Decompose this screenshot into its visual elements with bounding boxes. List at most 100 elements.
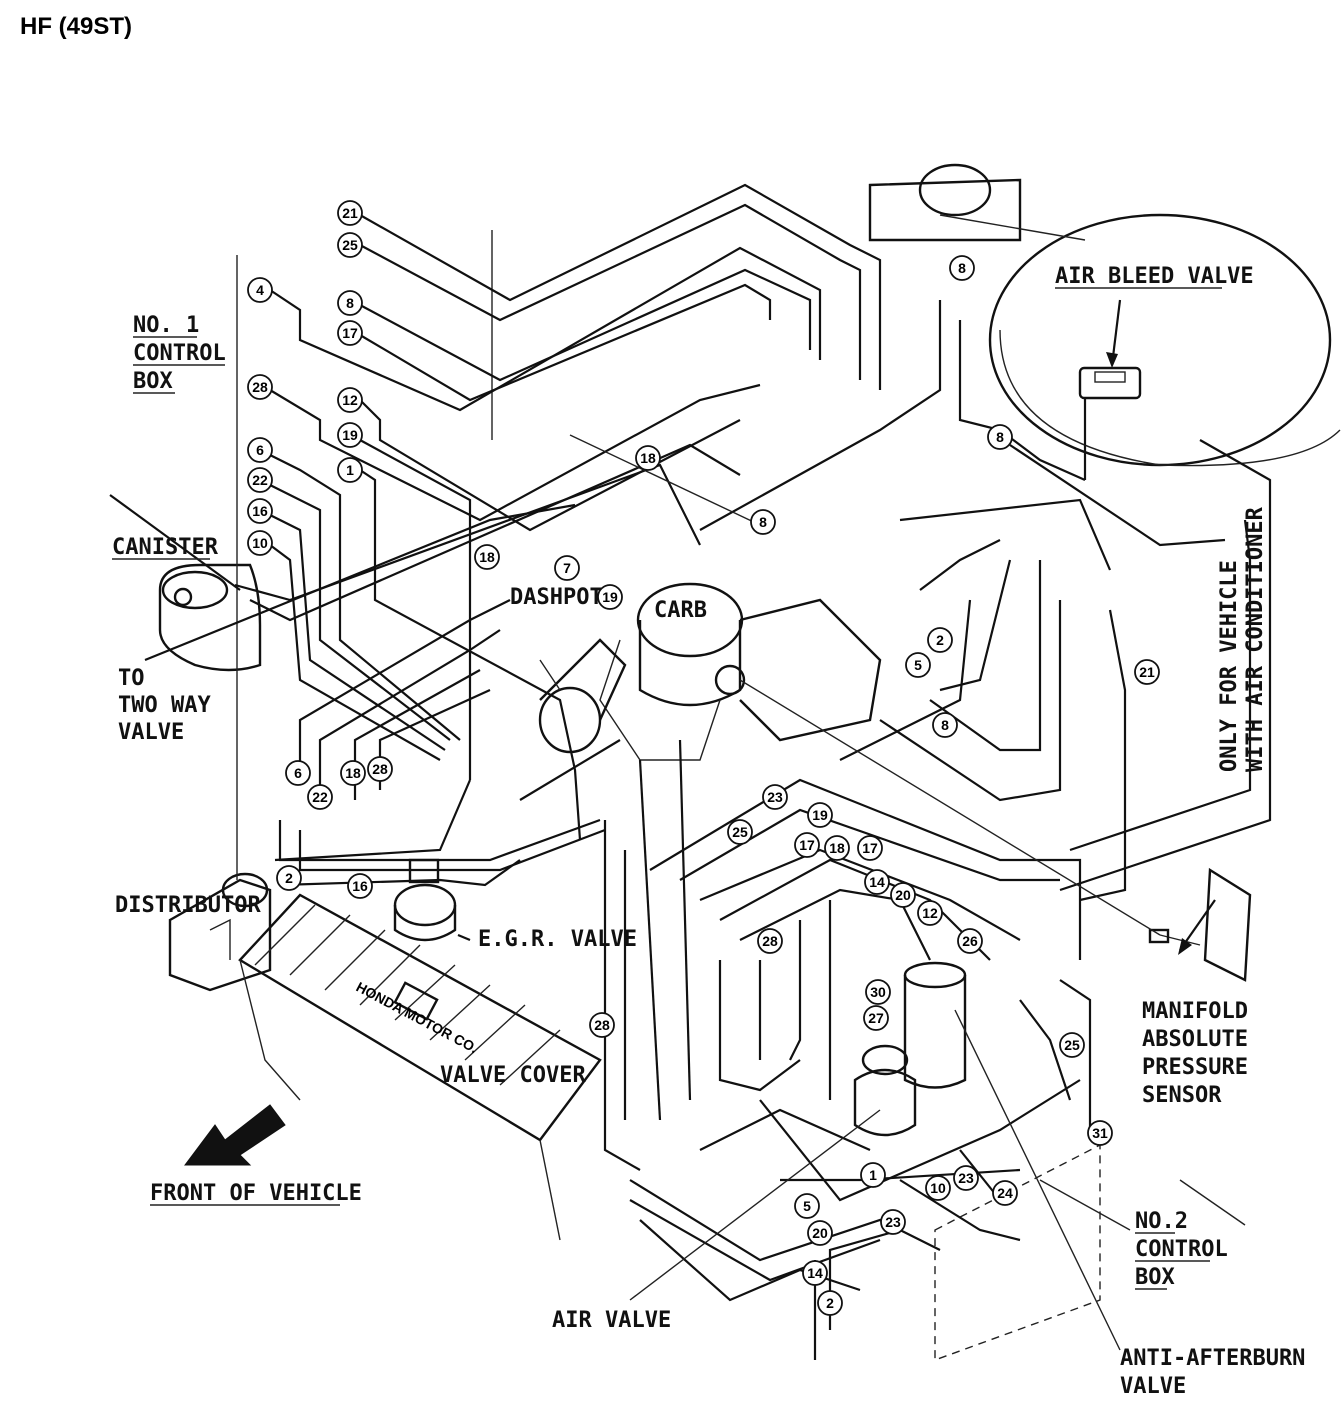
svg-text:VALVE: VALVE [1120, 1374, 1186, 1399]
svg-text:18: 18 [479, 549, 495, 565]
svg-text:ABSOLUTE: ABSOLUTE [1142, 1027, 1248, 1052]
svg-text:SENSOR: SENSOR [1142, 1083, 1222, 1108]
callout-c25c: 25 [1059, 1032, 1085, 1058]
svg-text:28: 28 [762, 933, 778, 949]
diagram-title: HF (49ST) [20, 13, 132, 40]
svg-text:19: 19 [812, 807, 828, 823]
callout-c31: 31 [1087, 1120, 1113, 1146]
svg-text:20: 20 [812, 1225, 828, 1241]
callout-c1a: 1 [337, 457, 363, 483]
svg-text:12: 12 [342, 392, 358, 408]
svg-text:8: 8 [996, 429, 1004, 445]
svg-text:NO. 1: NO. 1 [133, 313, 199, 338]
svg-text:2: 2 [285, 870, 293, 886]
svg-text:2: 2 [826, 1295, 834, 1311]
callout-c10b: 10 [925, 1175, 951, 1201]
callout-c17b: 17 [794, 832, 820, 858]
callout-c17c: 17 [857, 835, 883, 861]
svg-text:6: 6 [294, 765, 302, 781]
air-valve-label: AIR VALVE [552, 1308, 671, 1333]
callout-c26: 26 [957, 928, 983, 954]
map-arrowhead [1178, 938, 1192, 955]
air-bleed-valve-label: AIR BLEED VALVE [1055, 264, 1254, 289]
carburetor [599, 582, 882, 761]
callout-c28d: 28 [589, 1012, 615, 1038]
callout-c8e: 8 [932, 712, 958, 738]
svg-text:20: 20 [895, 887, 911, 903]
anti-afterburn-label: ANTI-AFTERBURN VALVE [1120, 1346, 1305, 1399]
callout-c21b: 21 [1134, 659, 1160, 685]
svg-text:8: 8 [346, 295, 354, 311]
manifold-absolute-pressure-sensor [1148, 867, 1252, 982]
callout-c23a: 23 [762, 784, 788, 810]
svg-text:2: 2 [936, 632, 944, 648]
svg-text:5: 5 [803, 1198, 811, 1214]
no1-control-box-label: NO. 1 CONTROL BOX [133, 313, 226, 394]
svg-text:22: 22 [252, 472, 268, 488]
dashpot-label: DASHPOT [510, 585, 603, 610]
svg-text:18: 18 [640, 450, 656, 466]
callout-c1b: 1 [860, 1162, 886, 1188]
svg-text:25: 25 [732, 824, 748, 840]
callout-c28c: 28 [757, 928, 783, 954]
svg-text:18: 18 [345, 765, 361, 781]
svg-text:CONTROL: CONTROL [1135, 1237, 1228, 1262]
svg-text:27: 27 [868, 1010, 884, 1026]
callout-c28b: 28 [367, 756, 393, 782]
dashpot [538, 638, 627, 754]
air-valve [853, 1044, 917, 1137]
callout-c25a: 25 [337, 232, 363, 258]
svg-text:24: 24 [997, 1185, 1013, 1201]
callout-c18a: 18 [635, 445, 661, 471]
callout-c18d: 18 [824, 835, 850, 861]
svg-text:31: 31 [1092, 1125, 1108, 1141]
egr-arrow [457, 933, 471, 942]
egr-valve [393, 858, 457, 942]
callout-c22b: 22 [307, 784, 333, 810]
svg-text:30: 30 [870, 984, 886, 1000]
svg-text:BOX: BOX [133, 369, 173, 394]
svg-text:7: 7 [563, 560, 571, 576]
egr-valve-label: E.G.R. VALVE [478, 927, 637, 952]
svg-text:14: 14 [807, 1265, 823, 1281]
svg-text:1: 1 [869, 1167, 877, 1183]
svg-text:NO.2: NO.2 [1135, 1209, 1188, 1234]
callout-c17a: 17 [337, 320, 363, 346]
callout-c16a: 16 [247, 498, 273, 524]
svg-text:6: 6 [256, 442, 264, 458]
callout-c16b: 16 [347, 873, 373, 899]
svg-text:8: 8 [958, 260, 966, 276]
no2-control-box-label: NO.2 CONTROL BOX [1135, 1209, 1228, 1290]
svg-text:18: 18 [829, 840, 845, 856]
canister [158, 563, 262, 672]
svg-text:26: 26 [962, 933, 978, 949]
front-of-vehicle-label: FRONT OF VEHICLE [150, 1181, 362, 1206]
svg-text:21: 21 [1139, 664, 1155, 680]
svg-text:14: 14 [869, 874, 885, 890]
svg-text:22: 22 [312, 789, 328, 805]
svg-text:BOX: BOX [1135, 1265, 1175, 1290]
svg-text:MANIFOLD: MANIFOLD [1142, 999, 1248, 1024]
svg-text:ONLY FOR VEHICLE: ONLY FOR VEHICLE [1217, 560, 1242, 772]
svg-text:PRESSURE: PRESSURE [1142, 1055, 1248, 1080]
air-bleed-arrowhead [1106, 352, 1118, 368]
callout-c30: 30 [865, 979, 891, 1005]
distributor [168, 872, 272, 992]
svg-text:17: 17 [862, 840, 878, 856]
callout-c2a: 2 [927, 627, 953, 653]
svg-text:12: 12 [922, 905, 938, 921]
air-bleed-valve [1078, 366, 1142, 480]
svg-text:19: 19 [342, 427, 358, 443]
svg-text:28: 28 [594, 1017, 610, 1033]
callout-c23b: 23 [953, 1165, 979, 1191]
callout-c6b: 6 [285, 760, 311, 786]
svg-text:VALVE: VALVE [118, 720, 184, 745]
svg-text:TO: TO [118, 666, 145, 691]
callout-c12a: 12 [337, 387, 363, 413]
callout-c27: 27 [863, 1005, 889, 1031]
front-of-vehicle-arrow [184, 1104, 286, 1166]
canister-label: CANISTER [112, 535, 219, 560]
svg-text:8: 8 [759, 514, 767, 530]
svg-text:19: 19 [602, 589, 618, 605]
